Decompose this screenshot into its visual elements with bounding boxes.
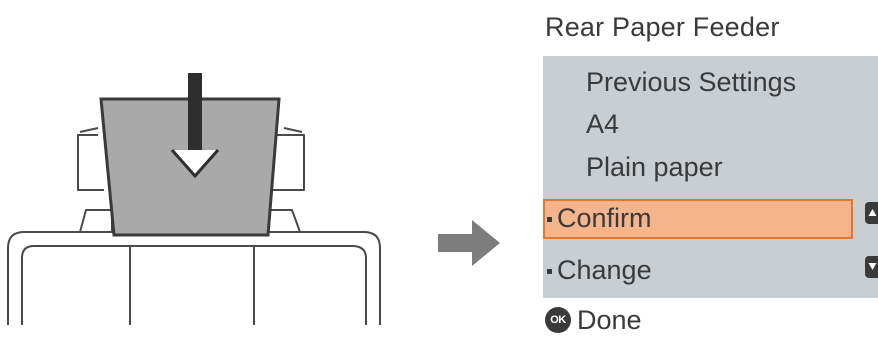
ok-button-icon[interactable]: OK xyxy=(545,307,571,333)
footer-bar: OK Done xyxy=(545,303,642,337)
previous-settings-label: Previous Settings xyxy=(586,67,797,97)
bullet-marker xyxy=(547,269,552,274)
confirm-label: Confirm xyxy=(557,203,652,233)
paper-type-value: Plain paper xyxy=(586,152,723,182)
paper-size-value: A4 xyxy=(586,109,620,139)
down-arrow-icon xyxy=(170,73,220,179)
scroll-up-icon[interactable] xyxy=(865,202,878,224)
lcd-panel: Previous Settings A4 Plain paper Confirm… xyxy=(543,56,878,298)
change-label: Change xyxy=(557,255,652,285)
done-label: Done xyxy=(577,304,642,335)
change-menu-item[interactable]: Change xyxy=(543,251,853,291)
screen-title: Rear Paper Feeder xyxy=(545,12,780,42)
confirm-menu-item[interactable]: Confirm xyxy=(543,199,853,239)
right-arrow-icon xyxy=(438,220,500,266)
scroll-down-icon[interactable] xyxy=(865,256,878,278)
bullet-marker xyxy=(547,217,552,222)
printer-illustration xyxy=(7,73,381,325)
